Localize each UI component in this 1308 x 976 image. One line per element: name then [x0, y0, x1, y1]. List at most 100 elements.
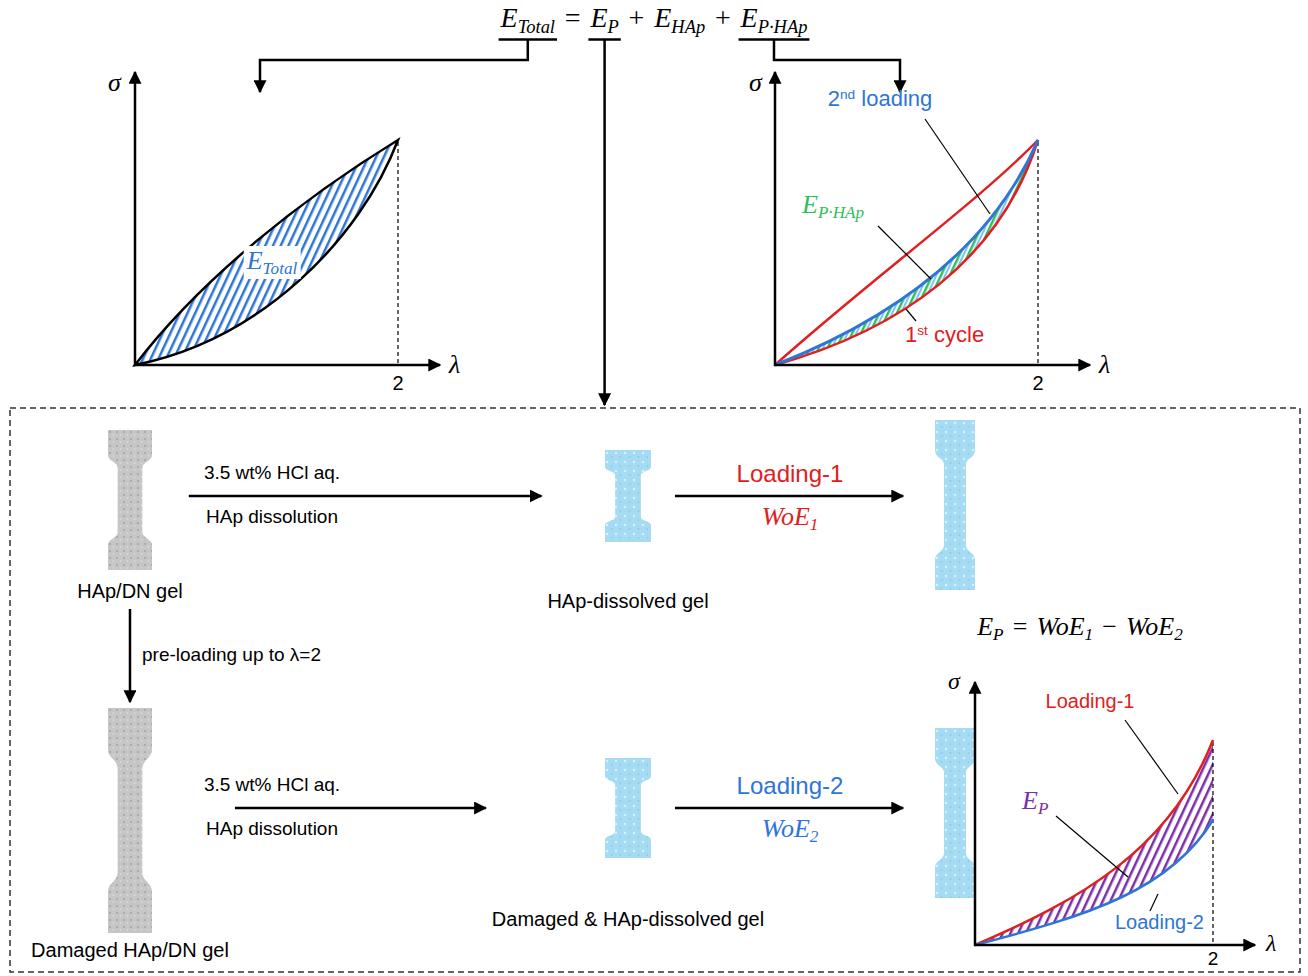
label-text: + [629, 2, 645, 33]
label-text: E [247, 246, 263, 275]
label-group: 2 [1208, 948, 1219, 970]
gel-specimen: HAp-dissolved gel [547, 450, 708, 613]
specimen-label: Damaged & HAp-dissolved gel [492, 908, 764, 931]
label-group: WoE2 [762, 814, 819, 847]
label-group: λ [1099, 350, 1110, 380]
label-text: = [565, 2, 581, 33]
label-text: nd [840, 87, 855, 102]
label-group: 2 [1032, 372, 1043, 395]
label-text: + [715, 2, 731, 33]
label-group: 3.5 wt% HCl aq. [204, 774, 340, 796]
label-group: ETotal [244, 246, 301, 279]
total-energy-plot [134, 72, 440, 366]
label-group: EP·HAp [802, 190, 864, 223]
first-unloading-curve [775, 140, 1038, 365]
label-group: Loading-2 [1115, 911, 1204, 934]
label-group: 3.5 wt% HCl aq. [204, 462, 340, 484]
specimen-label: Damaged HAp/DN gel [31, 939, 229, 962]
label-group: HAp dissolution [206, 818, 338, 840]
label-text: − [1102, 612, 1117, 641]
energy-area [975, 740, 1213, 945]
label-text: E [802, 190, 818, 219]
label-group: σ [108, 68, 121, 98]
term-pointer [774, 40, 900, 92]
y-axis [134, 72, 137, 366]
specimen-shape [605, 758, 651, 858]
label-group: EP=WoE1−WoE2 [977, 612, 1183, 645]
label-text: HAp [671, 17, 705, 37]
cycle-plot [774, 72, 1090, 366]
label-text: Total [518, 17, 555, 37]
label-text: loading [861, 86, 932, 111]
specimen-shape [108, 708, 152, 933]
label-text: 2 [810, 827, 819, 846]
label-text: P·HAp [758, 17, 808, 37]
x-axis [974, 944, 1255, 947]
label-text: E [1022, 786, 1038, 815]
loading-arrow [675, 807, 903, 810]
leader-line [1056, 816, 1128, 877]
dogbone-outline [605, 450, 651, 542]
term-pointer [260, 40, 528, 92]
label-text: σ [108, 68, 121, 97]
leader-line [906, 309, 916, 321]
first-loading-curve [775, 140, 1038, 365]
loading-2-curve [975, 820, 1213, 945]
label-text: 1 [1085, 625, 1094, 644]
specimen-label: HAp-dissolved gel [547, 590, 708, 613]
label-group: EP [1022, 786, 1048, 819]
y-axis [974, 682, 977, 946]
label-text: P [993, 625, 1003, 644]
process-arrow [235, 807, 486, 810]
label-text: WoE [762, 502, 810, 531]
leader-line [1150, 894, 1158, 911]
label-text: λ [449, 350, 460, 379]
label-group: 2ndloading [828, 86, 933, 111]
strain-tick [1212, 742, 1213, 945]
label-group: Loading-1 [737, 460, 844, 488]
y-axis [774, 72, 777, 366]
gel-specimen: Damaged HAp/DN gel [31, 708, 229, 962]
label-text: λ [1099, 350, 1110, 379]
process-arrow [129, 609, 132, 702]
label-text: 1 [905, 322, 917, 347]
label-group: 2 [392, 372, 403, 395]
strain-tick [397, 142, 398, 365]
label-text: WoE [1126, 612, 1174, 641]
strain-tick [1037, 142, 1038, 365]
label-text: 1 [810, 515, 819, 534]
label-group: λ [449, 350, 460, 380]
label-text: 2 [1174, 625, 1183, 644]
label-text: Loading-1 [1046, 690, 1135, 712]
label-text: σ [749, 68, 762, 97]
label-text: E [741, 2, 758, 33]
label-group: WoE1 [762, 502, 819, 535]
label-text: WoE [1036, 612, 1084, 641]
stretched-gel [935, 420, 975, 590]
label-text: P [608, 17, 619, 37]
leader-line [878, 226, 931, 279]
label-text: E [977, 612, 993, 641]
label-text: E [590, 2, 607, 33]
pure-network-plot [974, 682, 1255, 946]
dogbone-outline [108, 430, 152, 570]
dashed-frame [10, 408, 1300, 972]
label-group: Loading-1 [1046, 690, 1135, 713]
label-text: Loading-2 [737, 772, 844, 799]
label-text: HAp dissolution [206, 818, 338, 839]
label-group: ETotal=EP+EHAp+EP·HAp [501, 2, 808, 38]
dogbone-outline [108, 708, 152, 933]
x-axis [774, 364, 1090, 367]
second-loading-curve [775, 140, 1038, 365]
label-text: WoE [762, 814, 810, 843]
gel-specimen: HAp/DN gel [77, 430, 183, 603]
label-text: = [1013, 612, 1028, 641]
label-text: 3.5 wt% HCl aq. [204, 462, 340, 483]
label-text: σ [948, 668, 960, 694]
process-arrow [189, 495, 542, 498]
label-text: st [917, 323, 928, 338]
label-text: 2 [1032, 372, 1043, 394]
